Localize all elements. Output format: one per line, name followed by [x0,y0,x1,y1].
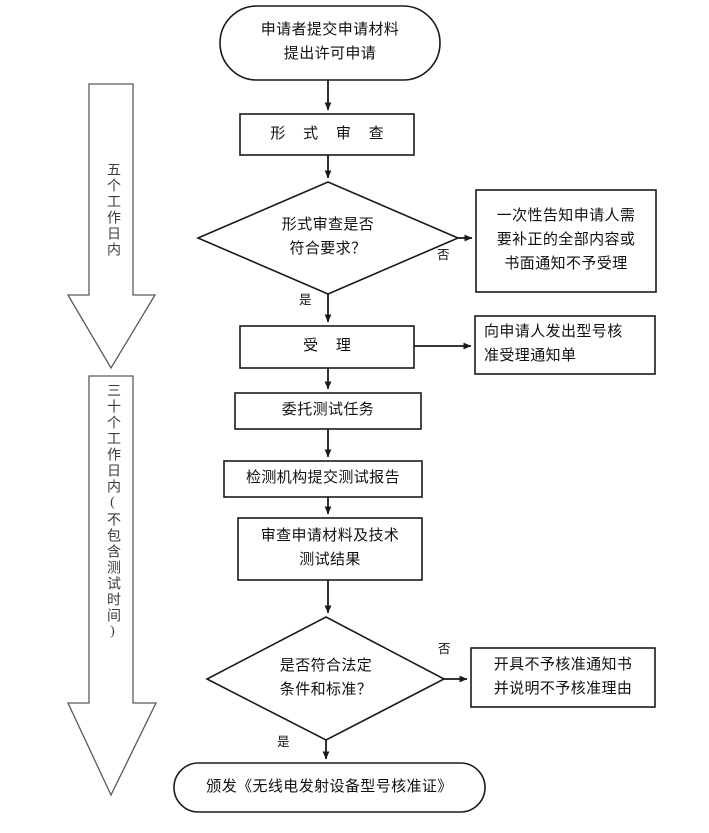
notify-supplement-node-shape [475,189,657,293]
acceptance-notice-node-shape [474,315,656,375]
edge-label-legal-yes: 是 [277,735,290,749]
decision-formal-node-shape [195,181,461,295]
start-node-shape [219,5,441,81]
thirty-working-days-arrow [66,375,158,797]
formal-review-node-shape [239,113,415,156]
test-report-node-shape [223,460,423,498]
thirty-working-days-label: 三十个工作日内(不包含测试时间) [105,383,120,641]
issue-certificate-node-shape [173,762,486,813]
edge-label-formal-no: 否 [437,248,450,262]
assign-test-node-shape [234,392,422,430]
edge-label-formal-yes: 是 [299,293,312,307]
decision-legal-node-shape [205,616,446,741]
accept-node-shape [239,325,415,369]
edge-label-legal-no: 否 [438,642,451,656]
five-working-days-arrow [66,83,157,370]
review-materials-node-shape [237,517,423,581]
reject-notice-node-shape [470,647,656,708]
five-working-days-label: 五个工作日内 [105,162,120,258]
